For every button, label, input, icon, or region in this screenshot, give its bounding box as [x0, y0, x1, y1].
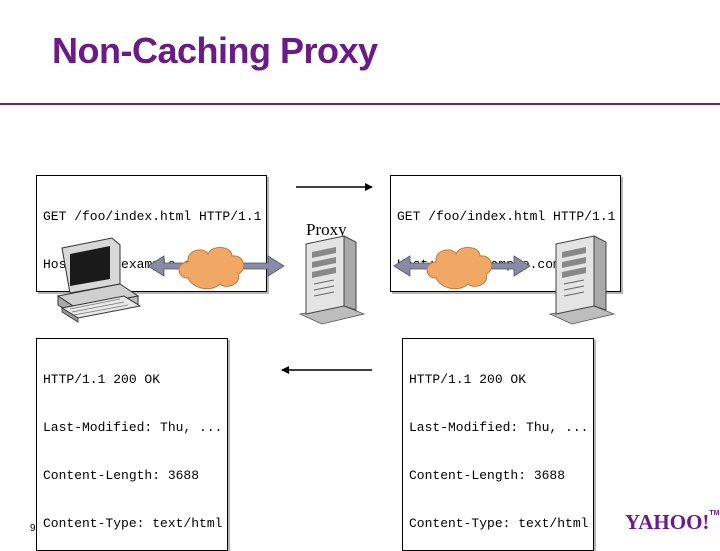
last-modified-line: Last-Modified: Thu, ...	[409, 420, 589, 435]
request-line: GET /foo/index.html HTTP/1.1	[397, 209, 616, 224]
status-line: HTTP/1.1 200 OK	[409, 372, 527, 387]
yahoo-logo: YAHOO!TM	[625, 510, 720, 535]
page-number: 9	[30, 523, 36, 534]
trademark-mark: TM	[709, 510, 720, 517]
content-length-line: Content-Length: 3688	[409, 468, 566, 483]
content-type-line: Content-Type: text/html	[409, 516, 589, 531]
server-tower-icon	[298, 235, 366, 325]
proxy-label: Proxy	[306, 220, 347, 239]
logo-text: YAHOO!	[625, 510, 710, 534]
network-cloud-icon	[426, 247, 493, 290]
desktop-computer-icon	[56, 237, 142, 323]
status-line: HTTP/1.1 200 OK	[43, 372, 161, 387]
title-divider	[0, 103, 720, 105]
server-response-box: HTTP/1.1 200 OK Last-Modified: Thu, ... …	[402, 338, 595, 551]
last-modified-line: Last-Modified: Thu, ...	[43, 420, 223, 435]
server-tower-icon	[548, 235, 616, 325]
client-response-box: HTTP/1.1 200 OK Last-Modified: Thu, ... …	[36, 338, 229, 551]
content-length-line: Content-Length: 3688	[43, 468, 200, 483]
network-cloud-icon	[178, 247, 245, 290]
request-line: GET /foo/index.html HTTP/1.1	[43, 209, 262, 224]
content-type-line: Content-Type: text/html	[43, 516, 223, 531]
slide-title: Non-Caching Proxy	[52, 30, 378, 71]
